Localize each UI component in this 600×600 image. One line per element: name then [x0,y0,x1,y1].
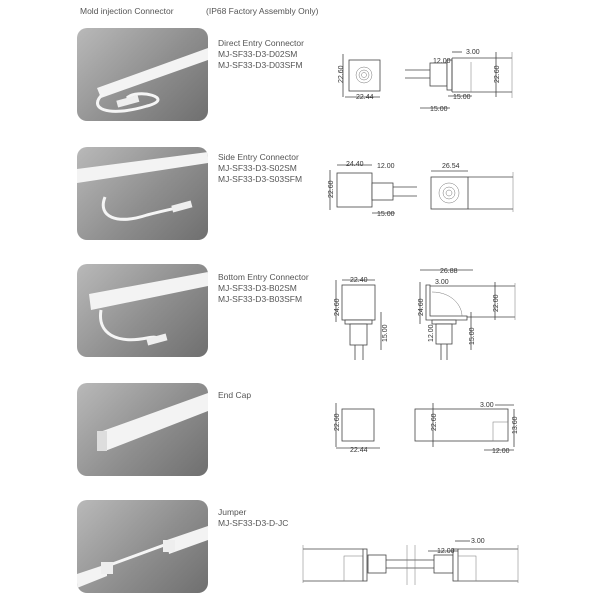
dimension-label: 22.40 [350,277,368,284]
section-name: Jumper [218,507,247,517]
dimension-label: 26.54 [442,163,460,170]
section-name: Direct Entry Connector [218,38,304,48]
product-code: MJ-SF33-D3-B03SFM [218,294,303,304]
dimension-label: 12.00 [492,448,510,455]
dimension-label: 22.60 [494,65,501,83]
dimension-label: 3.00 [435,279,449,286]
product-code: MJ-SF33-D3-B02SM [218,283,297,293]
dimension-label: 22.60 [338,65,345,83]
dimension-label: 22.44 [350,447,368,454]
photo-direct-entry-connector [77,28,208,121]
page-title: Mold injection Connector [80,6,174,16]
dimension-label: 24.40 [346,161,364,168]
product-code: MJ-SF33-D3-D-JC [218,518,289,528]
dimension-label: 3.00 [480,402,494,409]
dimension-label: 12.00 [437,548,455,555]
dimension-label: 24.60 [334,298,341,316]
dimension-label: 15.00 [453,94,471,101]
photo-side-entry-connector [77,147,208,240]
section-name: Bottom Entry Connector [218,272,309,282]
dimension-label: 22.44 [356,94,374,101]
dimension-label: 15.00 [382,324,389,342]
drawing-jumper: 12.00 3.00 [302,538,519,585]
photo-end-cap [77,383,208,476]
dimension-label: 15.00 [430,106,448,113]
dimension-label: 24.60 [418,298,425,316]
dimension-label: 12.00 [428,324,435,342]
dimension-label: 15.00 [469,327,476,345]
section-side-entry: Side Entry Connector MJ-SF33-D3-S02SM MJ… [218,152,302,185]
section-end-cap: End Cap [218,390,251,401]
section-jumper: Jumper MJ-SF33-D3-D-JC [218,507,288,529]
section-name: Side Entry Connector [218,152,299,162]
product-code: MJ-SF33-D3-S03SFM [218,174,303,184]
page-subtitle: (IP68 Factory Assembly Only) [206,6,319,16]
dimension-label: 22.60 [334,413,341,431]
product-code: MJ-SF33-D3-D02SM [218,49,298,59]
drawing-end-cap: 22.60 22.44 22.60 3.00 13.60 12.00 [334,402,519,455]
section-bottom-entry: Bottom Entry Connector MJ-SF33-D3-B02SM … [218,272,309,305]
photo-jumper [77,500,208,593]
drawing-side-entry: 24.40 12.00 22.60 15.00 26.54 [328,161,514,218]
dimension-label: 3.00 [471,538,485,545]
product-code: MJ-SF33-D3-D03SFM [218,60,303,70]
section-name: End Cap [218,390,252,400]
dimension-label: 22.00 [493,294,500,312]
dimension-label: 13.60 [512,416,519,434]
section-direct-entry: Direct Entry Connector MJ-SF33-D3-D02SM … [218,38,304,71]
dimension-label: 12.00 [433,58,451,65]
product-code: MJ-SF33-D3-S02SM [218,163,297,173]
dimension-label: 22.60 [328,180,335,198]
dimension-label: 26.88 [440,268,458,275]
photo-bottom-entry-connector [77,264,208,357]
dimension-label: 22.60 [431,413,438,431]
drawing-bottom-entry: 22.40 24.60 15.00 26.88 3.00 24.60 22.00… [334,268,516,360]
dimension-label: 3.00 [466,49,480,56]
dimension-label: 15.00 [377,211,395,218]
drawing-direct-entry: 22.60 22.44 3.00 12.00 22.60 15.00 15.00 [338,49,513,113]
dimension-label: 12.00 [377,163,395,170]
